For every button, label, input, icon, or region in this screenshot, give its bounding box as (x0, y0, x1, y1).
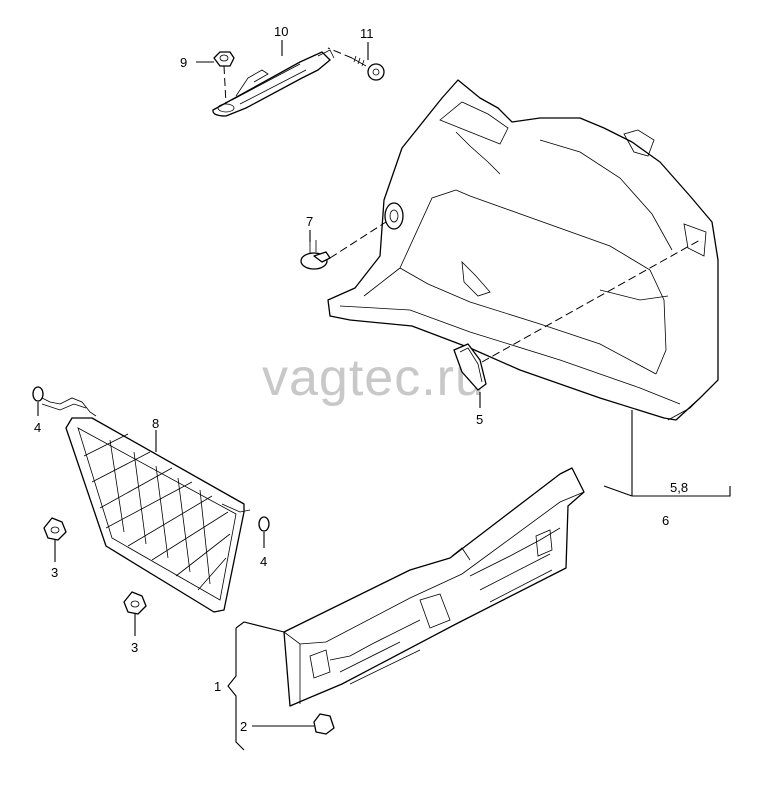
part-6-side-trim (327, 79, 719, 421)
callout-4-right: 4 (260, 554, 267, 569)
callout-5-8: 5,8 (670, 480, 688, 495)
part-9-nut (213, 51, 235, 105)
part-10-bracket (212, 49, 335, 117)
callout-1: 1 (214, 679, 221, 694)
part-2-clip (313, 713, 335, 735)
callout-4-left: 4 (34, 420, 41, 435)
part-3-nut-lower (123, 591, 147, 615)
part-3-nut-upper (43, 517, 67, 541)
callout-3-lower: 3 (131, 640, 138, 655)
leader-lines (37, 40, 731, 751)
callout-6: 6 (662, 513, 669, 528)
callout-3-upper: 3 (51, 565, 58, 580)
callout-11: 11 (360, 26, 374, 41)
callout-10: 10 (274, 24, 288, 39)
callout-5: 5 (476, 412, 483, 427)
callout-7: 7 (306, 214, 313, 229)
part-1-sill-panel (283, 467, 585, 707)
part-7-clip (300, 221, 387, 270)
part-5-cover (453, 239, 701, 391)
callout-2: 2 (240, 719, 247, 734)
watermark: vagtec.ru (262, 349, 485, 407)
callout-8: 8 (152, 416, 159, 431)
part-11-screw (327, 47, 385, 81)
callout-labels: 9 10 11 7 5 5,8 6 8 4 4 3 3 1 2 (34, 24, 688, 734)
part-8-net (32, 386, 270, 613)
callout-9: 9 (180, 55, 187, 70)
